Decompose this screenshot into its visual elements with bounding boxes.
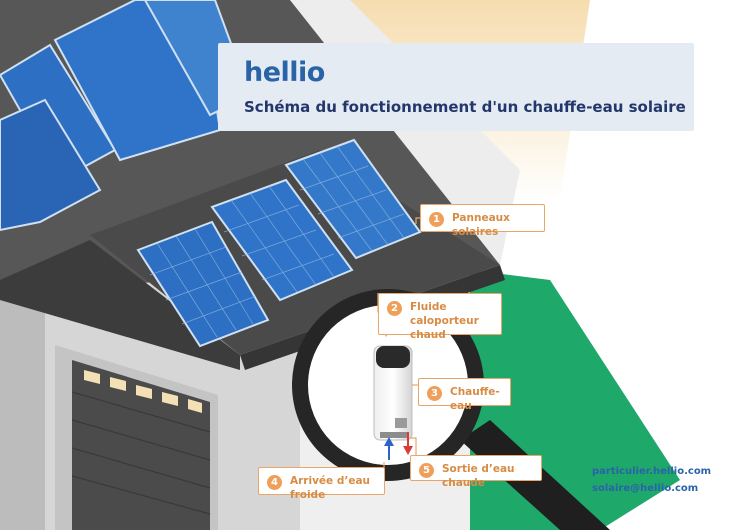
garage-door-icon [55, 345, 218, 530]
email-link[interactable]: solaire@hellio.com [592, 483, 699, 494]
callout-label: Sortie d’eau chaude [442, 463, 515, 489]
website-link[interactable]: particulier.hellio.com [592, 466, 712, 477]
callout-label: Panneaux solaires [452, 212, 510, 238]
callout-fluide-caloporteur: 2 Fluide caloporteur chaud [378, 293, 502, 341]
house-side-wall [0, 250, 45, 530]
brand-logo: hellio [244, 57, 325, 88]
callout-sortie-eau-chaude: 5 Sortie d’eau chaude [410, 455, 542, 489]
hot-pipe-arrow-icon [403, 432, 413, 455]
callout-number: 1 [429, 212, 444, 227]
callout-chauffe-eau: 3 Chauffe-eau [418, 378, 511, 412]
callout-label: Fluide caloporteur chaud [410, 301, 479, 341]
contact-info: particulier.hellio.com solaire@hellio.co… [592, 463, 711, 497]
callout-panneaux-solaires: 1 Panneaux solaires [420, 204, 545, 238]
callout-label: Arrivée d’eau froide [290, 475, 371, 501]
water-heater-icon [373, 345, 413, 441]
callout-number: 2 [387, 301, 402, 316]
header-card: hellio Schéma du fonctionnement d'un cha… [218, 43, 694, 131]
callout-number: 4 [267, 475, 282, 490]
callout-label: Chauffe-eau [450, 386, 500, 412]
cold-pipe-arrow-icon [384, 437, 394, 460]
callout-arrivee-eau-froide: 4 Arrivée d’eau froide [258, 467, 385, 501]
callout-number: 3 [427, 386, 442, 401]
page-title: Schéma du fonctionnement d'un chauffe-ea… [244, 98, 686, 116]
callout-number: 5 [419, 463, 434, 478]
